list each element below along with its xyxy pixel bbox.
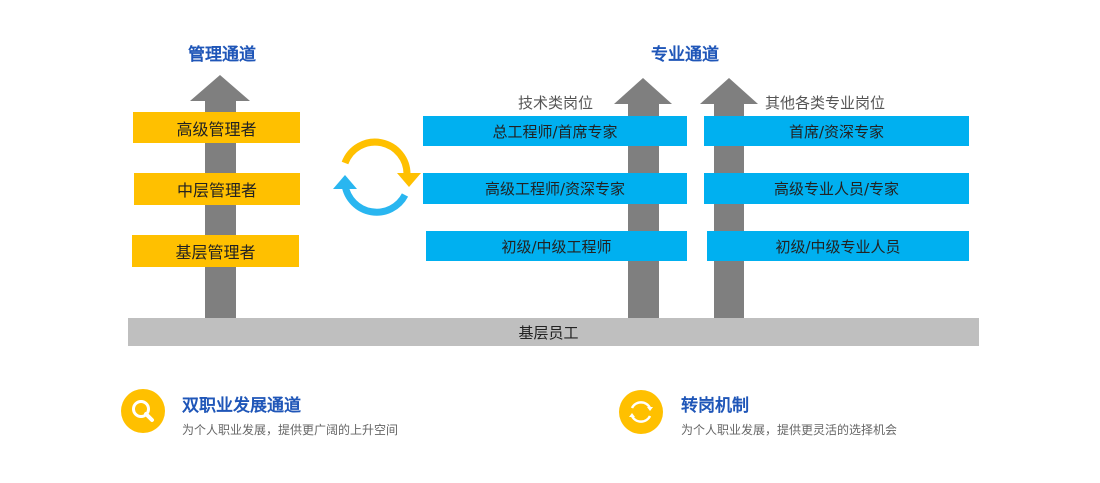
management-arrow-head [190,75,250,101]
level-junior-manager: 基层管理者 [132,235,299,267]
technical-category-label: 技术类岗位 [518,94,594,112]
level-chief-expert: 首席/资深专家 [704,116,969,146]
other-category-label: 其他各类专业岗位 [765,94,886,112]
level-senior-manager: 高级管理者 [133,112,300,143]
feature-desc-transfer: 为个人职业发展，提供更灵活的选择机会 [681,423,898,437]
base-employee-label: 基层员工 [518,323,579,342]
feature-title-transfer: 转岗机制 [681,396,749,416]
level-junior-engineer: 初级/中级工程师 [426,231,687,261]
level-junior-professional: 初级/中级专业人员 [707,231,969,261]
feature-title-dual-channel: 双职业发展通道 [182,396,301,416]
professional-channel-title: 专业通道 [651,45,719,65]
technical-arrow-head [614,78,672,104]
search-icon [121,389,165,433]
base-employee-bar: 基层员工 [128,318,979,346]
other-arrow-head [700,78,758,104]
level-senior-professional: 高级专业人员/专家 [704,173,969,204]
management-channel-title: 管理通道 [188,45,256,65]
cycle-icon [619,390,663,434]
rotation-cycle-icon [333,138,421,216]
level-middle-manager: 中层管理者 [134,173,300,205]
level-chief-engineer: 总工程师/首席专家 [423,116,687,146]
feature-desc-dual-channel: 为个人职业发展，提供更广阔的上升空间 [182,423,399,437]
level-senior-engineer: 高级工程师/资深专家 [423,173,687,204]
